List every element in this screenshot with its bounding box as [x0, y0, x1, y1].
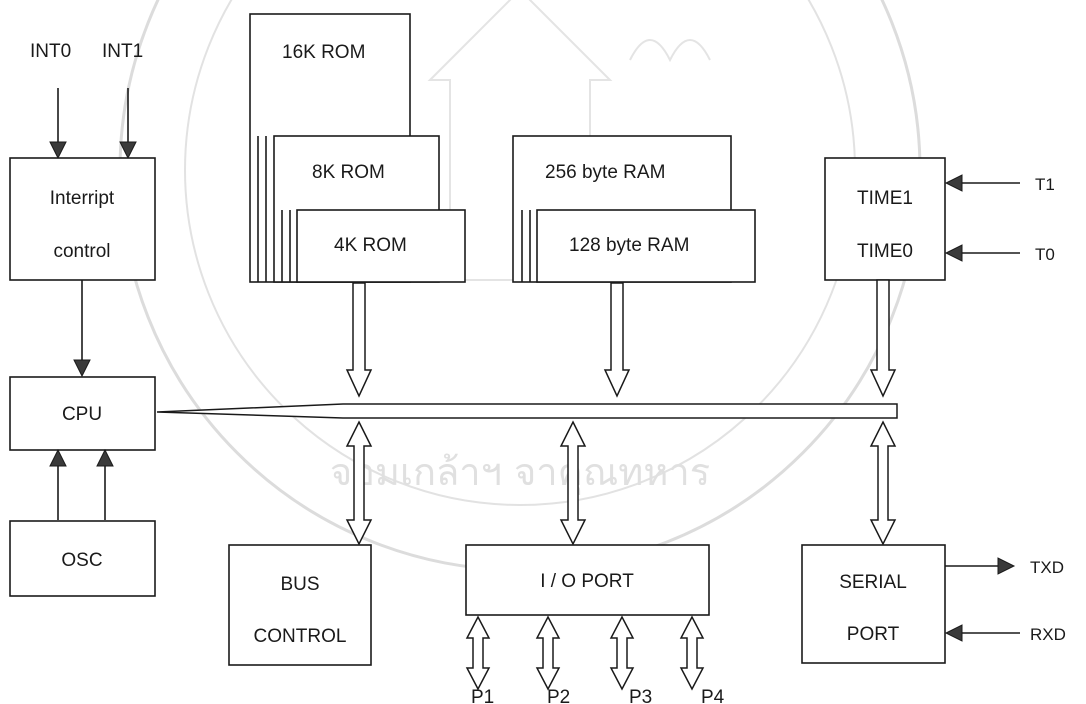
rom-block: 16K ROM 8K ROM 4K ROM [250, 14, 465, 282]
port-p1-label: P1 [471, 687, 494, 704]
port-p2-label: P2 [547, 687, 570, 704]
cpu-label: CPU [62, 404, 102, 425]
port-p2-arrow [537, 617, 559, 689]
t1-label: T1 [1035, 175, 1055, 194]
rxd-arrow [946, 625, 1020, 641]
osc-to-cpu-arrows [50, 450, 113, 520]
interrupt-to-cpu-arrow [74, 280, 90, 376]
int0-label: INT0 [30, 41, 71, 62]
txd-label: TXD [1030, 558, 1064, 577]
port-p3-label: P3 [629, 687, 652, 704]
ram-block: 256 byte RAM 128 byte RAM [513, 136, 755, 282]
cpu-block: CPU [10, 377, 155, 450]
port-p3-arrow [611, 617, 633, 689]
bus-control-block: BUS CONTROL [229, 545, 371, 665]
timer-label-1: TIME1 [857, 188, 913, 209]
timer-block: TIME1 TIME0 [825, 158, 945, 280]
t1-arrow [946, 175, 1020, 191]
ram-128-label: 128 byte RAM [569, 235, 689, 256]
serial-port-label-2: PORT [847, 624, 900, 645]
interrupt-control-label-2: control [53, 241, 110, 262]
io-port-block: I / O PORT [466, 545, 709, 615]
txd-arrow [945, 558, 1014, 574]
rxd-label: RXD [1030, 625, 1066, 644]
int1-label: INT1 [102, 41, 143, 62]
port-p1-arrow [467, 617, 489, 689]
serial-port-block: SERIAL PORT [802, 545, 945, 663]
timer-label-2: TIME0 [857, 241, 913, 262]
bus-to-buscontrol-arrow [347, 422, 371, 544]
rom-16k-label: 16K ROM [282, 42, 365, 63]
osc-label: OSC [61, 550, 102, 571]
bus-to-ioport-arrow [561, 422, 585, 544]
rom-to-bus-arrow [347, 283, 371, 396]
rom-4k-label: 4K ROM [334, 235, 407, 256]
port-p4-label: P4 [701, 687, 725, 704]
ram-to-bus-arrow [605, 283, 629, 396]
osc-block: OSC [10, 521, 155, 596]
t0-label: T0 [1035, 245, 1055, 264]
interrupt-control-label-1: Interript [50, 188, 115, 209]
port-p4-arrow [681, 617, 703, 689]
timer-to-bus-arrow [871, 280, 895, 396]
bus-to-serial-arrow [871, 422, 895, 544]
int1-arrow [120, 88, 136, 158]
rom-8k-label: 8K ROM [312, 162, 385, 183]
bus-control-label-2: CONTROL [254, 626, 347, 647]
t0-arrow [946, 245, 1020, 261]
int0-arrow [50, 88, 66, 158]
interrupt-control-block: Interript control [10, 158, 155, 280]
ram-256-label: 256 byte RAM [545, 162, 665, 183]
io-port-label: I / O PORT [540, 571, 634, 592]
internal-bus [157, 404, 897, 418]
bus-control-label-1: BUS [280, 574, 319, 595]
serial-port-label-1: SERIAL [839, 572, 907, 593]
